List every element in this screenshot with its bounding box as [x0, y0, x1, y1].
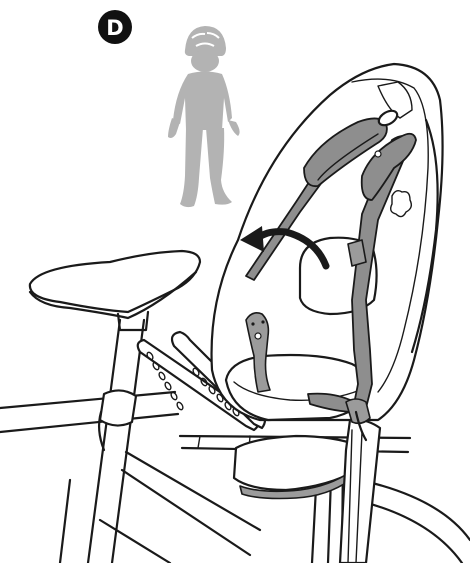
step-label: D — [106, 16, 123, 40]
step-badge: D — [98, 10, 132, 44]
child-with-helmet-icon — [168, 26, 240, 207]
bicycle-saddle — [30, 251, 200, 330]
